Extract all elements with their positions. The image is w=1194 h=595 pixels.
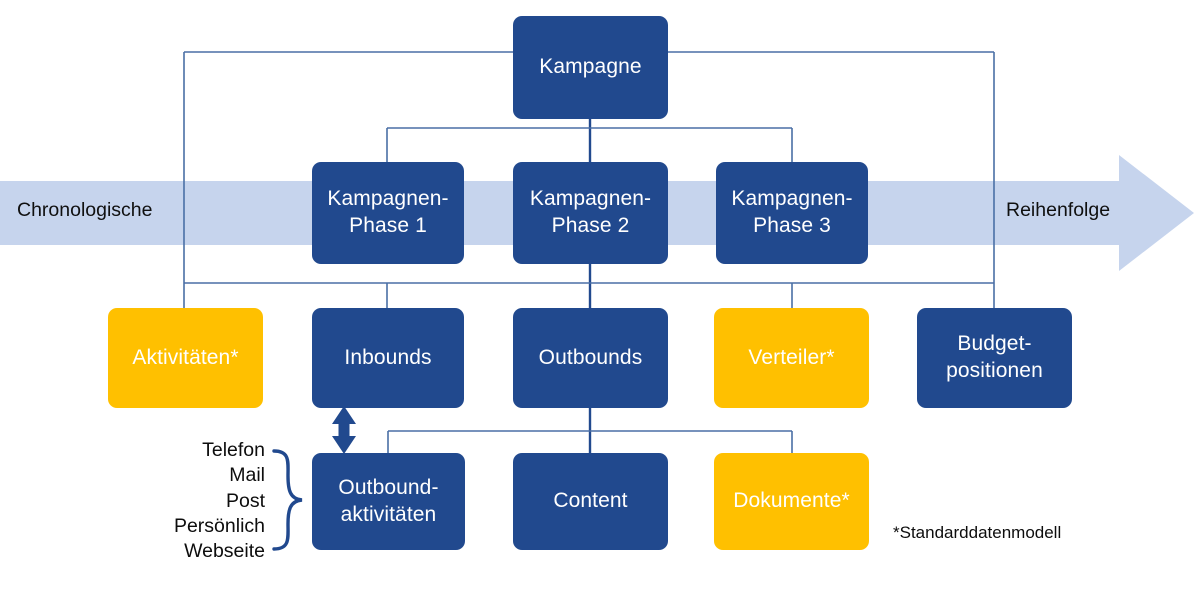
node-kampagnen-phase-3-label: Kampagnen- Phase 3	[731, 187, 853, 237]
channel-curly-brace	[272, 449, 303, 551]
node-dokumente-label: Dokumente*	[733, 489, 850, 513]
node-verteiler-label: Verteiler*	[748, 345, 835, 369]
chronological-arrow-label-right: Reihenfolge	[1006, 199, 1111, 221]
node-kampagne-label: Kampagne	[539, 55, 642, 79]
phases-distribution-bar	[386, 127, 793, 162]
node-outbounds-label: Outbounds	[538, 345, 643, 369]
node-outboundaktivitaeten-label: Outbound- aktivitäten	[338, 475, 439, 526]
footnote-standarddatenmodell: *Standarddatenmodell	[893, 523, 1062, 542]
node-inbounds-label: Inbounds	[344, 345, 432, 369]
bidirectional-arrow-icon	[332, 406, 356, 454]
node-kampagnen-phase-2-label: Kampagnen- Phase 2	[529, 187, 652, 237]
node-aktivitaeten[interactable]: Aktivitäten*	[108, 308, 263, 408]
node-kampagnen-phase-3[interactable]: Kampagnen- Phase 3	[716, 162, 868, 264]
node-content-label: Content	[553, 489, 628, 513]
node-dokumente[interactable]: Dokumente*	[714, 453, 869, 550]
node-verteiler[interactable]: Verteiler*	[714, 308, 869, 408]
node-inbounds[interactable]: Inbounds	[312, 308, 464, 408]
node-kampagnen-phase-1[interactable]: Kampagnen- Phase 1	[312, 162, 464, 264]
node-outbounds[interactable]: Outbounds	[513, 308, 668, 408]
node-kampagne[interactable]: Kampagne	[513, 16, 668, 119]
channel-list: Telefon Mail Post Persönlich Webseite	[173, 439, 265, 562]
sub-entities-distribution-bar	[387, 430, 793, 453]
node-kampagnen-phase-1-label: Kampagnen- Phase 1	[327, 187, 449, 237]
node-content[interactable]: Content	[513, 453, 668, 550]
node-budgetpositionen[interactable]: Budget- positionen	[917, 308, 1072, 408]
entities-distribution-bar	[184, 282, 994, 308]
node-kampagnen-phase-2[interactable]: Kampagnen- Phase 2	[513, 162, 668, 264]
chronological-arrow-label-left: Chronologische	[17, 199, 153, 221]
node-aktivitaeten-label: Aktivitäten*	[132, 345, 239, 369]
node-budgetpositionen-label: Budget- positionen	[946, 332, 1043, 382]
node-outboundaktivitaeten[interactable]: Outbound- aktivitäten	[312, 453, 465, 550]
